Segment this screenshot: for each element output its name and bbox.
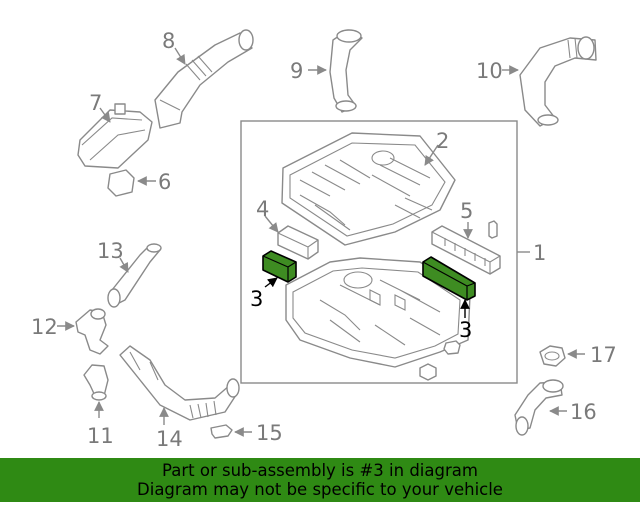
callout-6: 6 <box>158 170 171 194</box>
callout-16: 16 <box>570 400 597 424</box>
banner-line-2: Diagram may not be specific to your vehi… <box>137 480 503 499</box>
callout-3-right: 3 <box>459 318 472 342</box>
part-10-elbow <box>519 36 597 127</box>
callout-10: 10 <box>476 59 503 83</box>
part-6-seal <box>107 169 135 197</box>
callout-12: 12 <box>31 315 58 339</box>
grommet <box>443 340 461 355</box>
small-clip <box>488 220 498 239</box>
part-11-elbow <box>83 364 109 401</box>
part-9-hose <box>329 29 363 113</box>
callout-2: 2 <box>436 129 449 153</box>
banner-line-1: Part or sub-assembly is #3 in diagram <box>162 461 478 480</box>
callout-14: 14 <box>156 427 183 451</box>
air-cleaner-cover-part <box>281 132 456 246</box>
nut <box>419 363 437 381</box>
part-5-element <box>431 225 501 275</box>
callout-9: 9 <box>290 59 303 83</box>
part-3-highlight-right <box>422 256 476 301</box>
callout-7: 7 <box>89 91 102 115</box>
callout-11: 11 <box>87 424 114 448</box>
part-16-elbow <box>514 379 564 436</box>
callout-3-left: 3 <box>250 287 263 311</box>
part-3-highlight-left <box>262 250 297 283</box>
callout-1: 1 <box>533 241 546 265</box>
air-cleaner-housing-part <box>285 257 471 368</box>
parts-diagram: 1 2 4 5 3 <box>31 29 617 451</box>
part-17-clamp <box>539 345 566 367</box>
part-14-duct <box>119 345 240 421</box>
callout-17: 17 <box>590 343 617 367</box>
part-7-inlet <box>77 103 153 169</box>
part-notice-banner: Part or sub-assembly is #3 in diagram Di… <box>0 458 640 502</box>
callout-4: 4 <box>256 197 269 221</box>
part-8-intake-duct <box>154 29 254 129</box>
callout-13: 13 <box>97 239 124 263</box>
part-4-bracket <box>277 225 319 260</box>
callout-8: 8 <box>162 29 175 53</box>
part-13-pipe <box>107 243 162 308</box>
callout-15: 15 <box>256 421 283 445</box>
part-15-clip <box>210 424 233 439</box>
callout-5: 5 <box>460 199 473 223</box>
part-12-tube <box>75 308 109 355</box>
